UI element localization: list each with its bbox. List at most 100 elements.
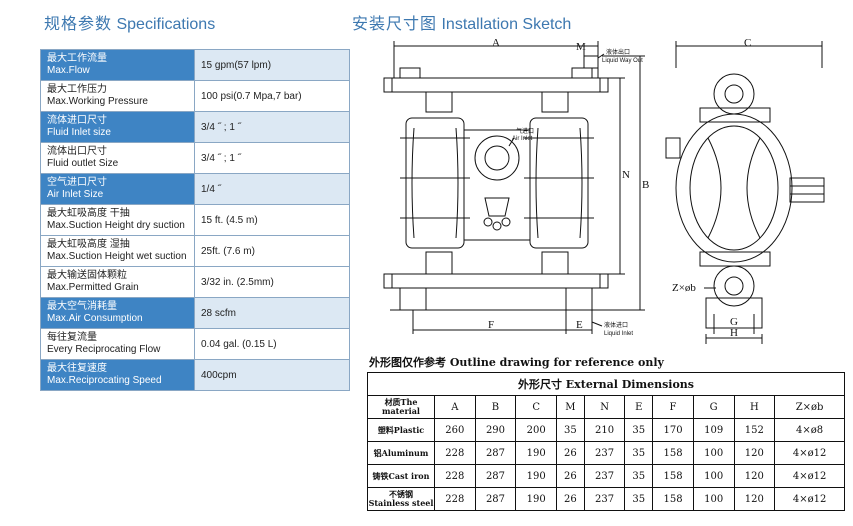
spec-value: 28 scfm	[194, 297, 350, 329]
dimension-cell: 35	[555, 418, 585, 442]
specifications-heading: 规格参数 Specifications	[44, 10, 215, 34]
dimension-cell: 158	[652, 487, 694, 511]
spec-value: 3/4 ˝ ; 1 ˝	[194, 111, 350, 143]
dim-e-label: E	[576, 319, 583, 331]
spec-label-cn: 流体进口尺寸	[47, 115, 107, 126]
dimension-cell: 4×ø8	[774, 418, 845, 442]
spec-value: 1/4 ˝	[194, 173, 350, 205]
dimension-cell: 287	[474, 487, 517, 511]
dimension-cell: 200	[515, 418, 557, 442]
dimension-header: H	[733, 395, 776, 419]
spec-label-en: Max.Reciprocating Speed	[47, 375, 162, 386]
material-cell: 铸铁Cast iron	[367, 464, 435, 488]
material-cell: 铝Aluminum	[367, 441, 435, 465]
dim-f-label: F	[488, 319, 494, 331]
dimension-header: C	[515, 395, 557, 419]
dimension-cell: 120	[733, 441, 776, 465]
dimension-cell: 35	[624, 487, 654, 511]
air-inlet-label-en: Air Inlet	[512, 136, 533, 142]
dim-g-label: G	[730, 316, 738, 328]
dim-b-label: B	[642, 179, 649, 191]
dimension-cell: 237	[583, 464, 626, 488]
dimension-cell: 100	[692, 487, 735, 511]
dimension-header: F	[652, 395, 694, 419]
air-inlet-label-cn: 气进口	[516, 127, 534, 135]
dimension-cell: 287	[474, 441, 517, 465]
spec-value: 100 psi(0.7 Mpa,7 bar)	[194, 80, 350, 112]
spec-label-cn: 最大工作流量	[47, 53, 107, 64]
spec-label-en: Every Reciprocating Flow	[47, 344, 161, 355]
specifications-heading-cn: 规格参数	[44, 14, 113, 33]
spec-label-cn: 最大空气消耗量	[47, 301, 117, 312]
spec-value: 400cpm	[194, 359, 350, 391]
dimension-header: N	[583, 395, 626, 419]
spec-value: 15 gpm(57 lpm)	[194, 49, 350, 81]
outlet-label-cn: 液体出口	[606, 48, 630, 56]
spec-label-en: Max.Working Pressure	[47, 96, 148, 107]
spec-value: 15 ft. (4.5 m)	[194, 204, 350, 236]
spec-label-en: Air Inlet Size	[47, 189, 104, 200]
dimension-cell: 190	[515, 464, 557, 488]
dim-c-label: C	[744, 38, 751, 49]
spec-label-en: Max.Suction Height dry suction	[47, 220, 185, 231]
spec-label-cn: 最大输送固体颗粒	[47, 270, 127, 281]
spec-label-en: Fluid Inlet size	[47, 127, 111, 138]
dimensions-caption: 外形尺寸 External Dimensions	[367, 372, 845, 396]
spec-label-en: Max.Flow	[47, 65, 90, 76]
material-cell: 塑料Plastic	[367, 418, 435, 442]
dimension-header: G	[692, 395, 735, 419]
spec-value: 3/4 ˝ ; 1 ˝	[194, 142, 350, 174]
dim-a-label: A	[492, 38, 500, 49]
installation-sketch-heading-en: Installation Sketch	[441, 16, 572, 33]
spec-label-en: Fluid outlet Size	[47, 158, 119, 169]
dimension-cell: 158	[652, 464, 694, 488]
dimension-cell: 237	[583, 441, 626, 465]
spec-label-cn: 最大往复速度	[47, 363, 107, 374]
dimension-cell: 109	[692, 418, 735, 442]
spec-label-cn: 空气进口尺寸	[47, 177, 107, 188]
spec-label-cn: 每往复流量	[47, 332, 97, 343]
dimension-cell: 100	[692, 441, 735, 465]
dimension-header: A	[434, 395, 476, 419]
spec-value: 25ft. (7.6 m)	[194, 235, 350, 267]
dimension-cell: 260	[434, 418, 476, 442]
inlet-label-cn: 液体进口	[604, 321, 628, 329]
dim-m-label: M	[576, 41, 586, 53]
dimension-header: M	[555, 395, 585, 419]
dimension-cell: 228	[434, 487, 476, 511]
dimension-cell: 26	[555, 441, 585, 465]
dimension-cell: 35	[624, 418, 654, 442]
dimension-cell: 190	[515, 487, 557, 511]
material-cell: 不锈钢 Stainless steel	[367, 487, 435, 511]
dimension-cell: 4×ø12	[774, 441, 845, 465]
installation-sketch-heading: 安装尺寸图 Installation Sketch	[352, 10, 571, 34]
spec-label-cn: 最大虹吸高度 湿抽	[47, 239, 130, 250]
dimension-cell: 100	[692, 464, 735, 488]
dimension-cell: 35	[624, 464, 654, 488]
dimension-cell: 237	[583, 487, 626, 511]
spec-label-en: Max.Suction Height wet suction	[47, 251, 187, 262]
spec-label-en: Max.Permitted Grain	[47, 282, 139, 293]
dimension-cell: 228	[434, 464, 476, 488]
dimension-cell: 170	[652, 418, 694, 442]
dim-zxb-label: Z×øb	[672, 282, 696, 294]
spec-label-en: Max.Air Consumption	[47, 313, 143, 324]
